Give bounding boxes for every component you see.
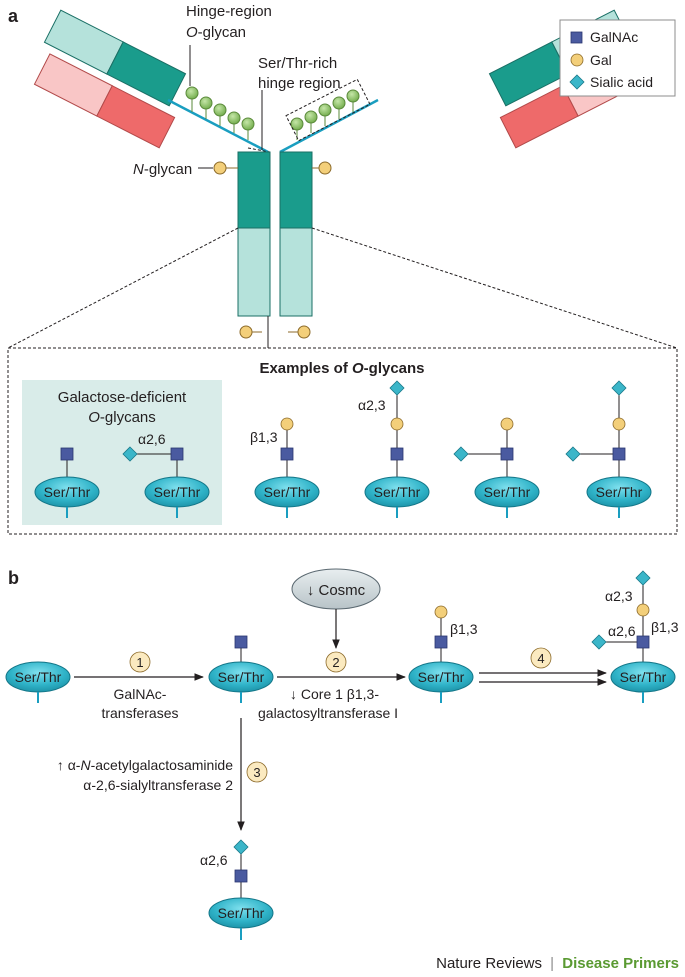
residue-label: Ser/Thr xyxy=(374,484,421,500)
step-1-badge xyxy=(129,651,151,673)
panel-a-letter: a xyxy=(8,6,19,26)
residue-label: Ser/Thr xyxy=(418,669,465,685)
pathway-node-sialyl-tn: α2,6 Ser/Thr xyxy=(200,839,274,940)
linkage-label: α2,3 xyxy=(605,588,633,604)
example-sialyl-tn: α2,6 Ser/Thr xyxy=(122,431,210,518)
enzyme-3-label-line2: α-2,6-sialyltransferase 2 xyxy=(83,777,233,793)
legend: GalNAc Gal Sialic acid xyxy=(559,19,676,97)
pathway-node-disialyl-t: α2,3 α2,6 β1,3 Ser/Thr xyxy=(591,570,679,703)
residue-label: Ser/Thr xyxy=(218,905,265,921)
pathway-node-tn: Ser/Thr xyxy=(208,635,274,703)
svg-text:3: 3 xyxy=(253,765,260,780)
residue-label: Ser/Thr xyxy=(154,484,201,500)
fc-right-chain xyxy=(279,151,313,317)
step-3-badge xyxy=(246,761,268,783)
n-glycan-label: N-glycan xyxy=(133,161,192,178)
pathway-node-start: Ser/Thr xyxy=(5,661,71,703)
example-t-antigen: β1,3 Ser/Thr xyxy=(250,417,320,518)
svg-text:4: 4 xyxy=(537,651,544,666)
example-sialyl-t-a23: α2,3 Ser/Thr xyxy=(358,380,430,518)
linkage-label: α2,6 xyxy=(138,431,166,447)
linkage-label: β1,3 xyxy=(250,429,278,445)
left-light-chain xyxy=(33,53,176,149)
footer-journal: Nature Reviews xyxy=(436,955,542,972)
example-disialyl-t: Ser/Thr xyxy=(565,380,652,518)
footer-series: Disease Primers xyxy=(562,955,679,972)
residue-label: Ser/Thr xyxy=(264,484,311,500)
residue-label: Ser/Thr xyxy=(596,484,643,500)
residue-label: Ser/Thr xyxy=(44,484,91,500)
n-glycans xyxy=(213,161,332,175)
step-2-badge xyxy=(325,651,347,673)
linkage-label: β1,3 xyxy=(651,619,679,635)
linkage-label: α2,6 xyxy=(608,623,636,639)
enzyme-3-label: ↑ α-N-acetylgalactosaminide xyxy=(57,757,233,773)
pathway-node-t-antigen: β1,3 Ser/Thr xyxy=(408,605,478,703)
left-hinge-glycans xyxy=(185,86,255,140)
linkage-label: α2,3 xyxy=(358,397,386,413)
sialic-legend-icon xyxy=(569,74,585,90)
fc-tail-glycans xyxy=(239,316,311,348)
cosmc-label: ↓ Cosmc xyxy=(307,582,366,599)
fc-left-chain xyxy=(237,151,271,317)
examples-box xyxy=(7,347,678,535)
hinge-glycan-label: Hinge-region xyxy=(186,3,272,20)
footer-credit: Nature Reviews | Disease Primers xyxy=(436,955,679,972)
hinge-region-label-line2: hinge region xyxy=(258,75,341,92)
residue-label: Ser/Thr xyxy=(218,669,265,685)
residue-label: Ser/Thr xyxy=(15,669,62,685)
hinge-region-label: Ser/Thr-rich xyxy=(258,55,337,72)
enzyme-2-label-line2: galactosyltransferase I xyxy=(258,705,398,721)
legend-galnac: GalNAc xyxy=(590,29,638,45)
left-heavy-chain-fab xyxy=(43,9,187,107)
svg-text:2: 2 xyxy=(332,655,339,670)
enzyme-1-label: GalNAc- xyxy=(114,686,167,702)
galnac-legend-icon xyxy=(570,31,583,44)
panel-b-letter: b xyxy=(8,568,19,588)
examples-title: Examples of O-glycans xyxy=(259,360,424,377)
gal-legend-icon xyxy=(570,53,584,67)
galactose-deficient-label: Galactose-deficient xyxy=(58,389,187,406)
residue-label: Ser/Thr xyxy=(620,669,667,685)
hinge-glycan-label-line2: O-glycan xyxy=(186,24,246,41)
example-sialyl-t-a26: Ser/Thr xyxy=(453,417,540,518)
linkage-label: α2,6 xyxy=(200,852,228,868)
galactose-deficient-label-line2: O-glycans xyxy=(88,409,156,426)
svg-text:1: 1 xyxy=(136,655,143,670)
legend-sialic: Sialic acid xyxy=(590,74,653,90)
linkage-label: β1,3 xyxy=(450,621,478,637)
step-4-badge xyxy=(530,647,552,669)
legend-gal: Gal xyxy=(590,52,612,68)
enzyme-1-label-line2: transferases xyxy=(101,705,178,721)
example-tn-antigen: Ser/Thr xyxy=(34,447,100,518)
residue-label: Ser/Thr xyxy=(484,484,531,500)
hinge-region-dashed-box xyxy=(285,78,371,142)
left-hinge-line xyxy=(167,98,269,154)
enzyme-2-label: ↓ Core 1 β1,3- xyxy=(290,686,379,702)
